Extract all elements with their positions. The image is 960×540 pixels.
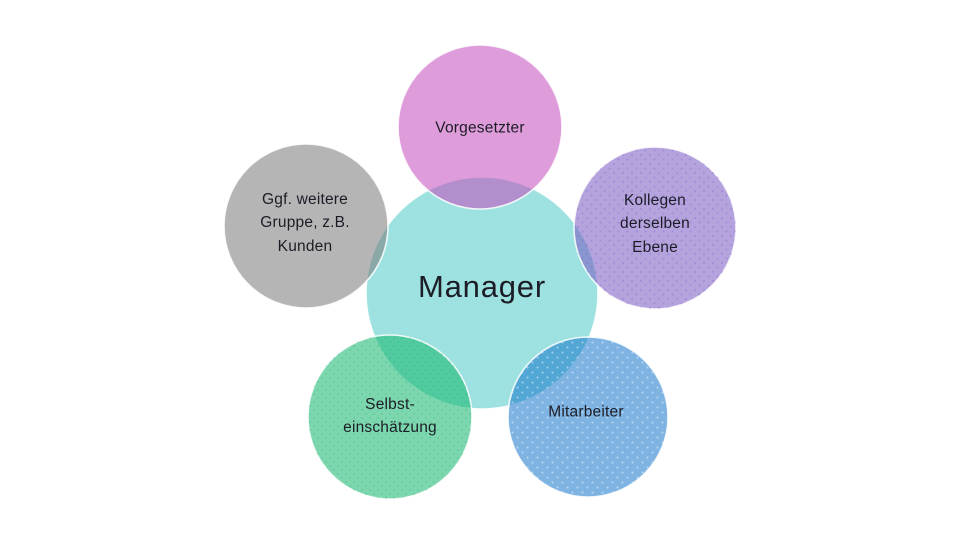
selbsteinschaetzung-circle-texture xyxy=(308,335,472,499)
weitere-gruppe-circle xyxy=(223,143,389,309)
kollegen-circle-texture xyxy=(574,147,736,309)
vorgesetzter-circle xyxy=(397,44,563,210)
mitarbeiter-circle-texture xyxy=(508,337,668,497)
